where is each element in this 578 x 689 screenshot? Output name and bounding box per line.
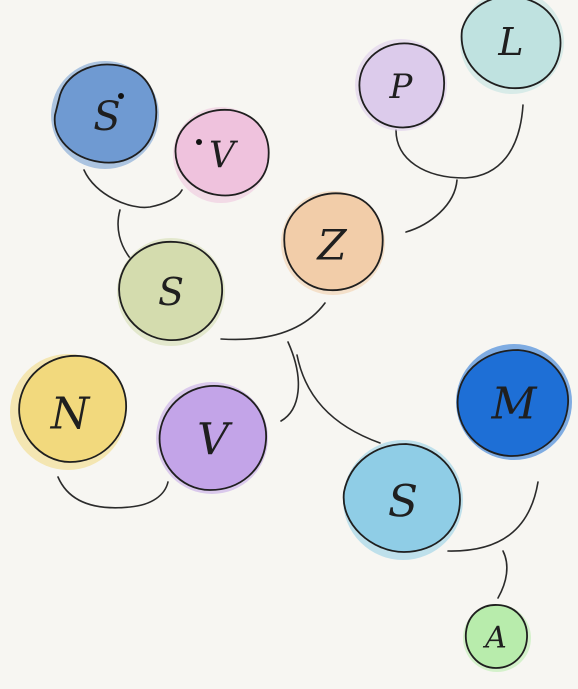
- node-s-right: S: [342, 440, 463, 560]
- connector-sz-to-v: [280, 341, 300, 422]
- connector-s-to-z: [220, 302, 326, 341]
- node-label: L: [497, 20, 523, 64]
- node-circle: [465, 604, 528, 669]
- node-s-top-left: S: [51, 61, 159, 169]
- node-label: S: [93, 94, 120, 140]
- node-circle: [358, 42, 445, 129]
- node-l: L: [460, 0, 564, 94]
- connector-n-to-v: [57, 476, 169, 509]
- node-label: M: [490, 379, 537, 430]
- node-a: A: [463, 604, 531, 672]
- node-circle: [174, 109, 270, 197]
- node-m: M: [456, 344, 572, 460]
- node-circle: [53, 63, 158, 164]
- node-z: Z: [281, 191, 385, 295]
- node-label: A: [482, 621, 507, 656]
- node-label: Z: [315, 221, 347, 270]
- node-circle: [283, 192, 384, 291]
- node-circle: [456, 349, 569, 457]
- node-circle: [342, 443, 461, 553]
- connector-pair-to-s: [117, 209, 131, 259]
- dot-mark: [118, 93, 124, 99]
- connector-sm-to-a: [497, 550, 508, 599]
- connector-s-to-m: [447, 481, 539, 552]
- node-s-center: S: [117, 238, 225, 346]
- node-circle: [460, 0, 562, 89]
- node-circle: [18, 355, 127, 463]
- node-circle: [158, 385, 267, 491]
- node-label: P: [389, 67, 414, 107]
- node-p: P: [355, 39, 447, 131]
- node-label: S: [388, 477, 418, 528]
- node-label: S: [158, 270, 184, 314]
- node-label: N: [50, 389, 91, 440]
- node-label: V: [197, 415, 233, 466]
- node-v-pink: V: [173, 107, 270, 203]
- connector-s-to-v-bottom: [83, 169, 183, 209]
- dot-mark: [196, 139, 202, 145]
- connector-lines: [57, 104, 539, 599]
- connector-p-to-l: [395, 104, 524, 179]
- node-v-purple: V: [156, 382, 268, 494]
- node-n: N: [10, 354, 127, 470]
- connector-pl-to-z: [405, 179, 458, 233]
- node-label: V: [209, 136, 239, 177]
- connector-sz-to-s-right: [296, 354, 381, 444]
- node-circle: [118, 241, 223, 341]
